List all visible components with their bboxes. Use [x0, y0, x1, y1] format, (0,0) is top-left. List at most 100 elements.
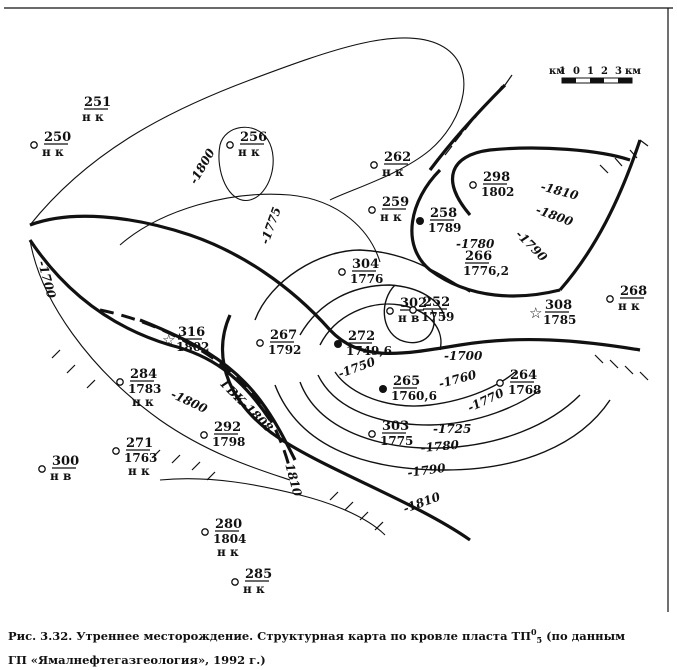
gas-well-icon: ☆ — [529, 304, 542, 322]
well-number: 271 — [126, 436, 153, 451]
caption-line1-end: (по данным — [542, 628, 626, 643]
contour-label: -1800 — [169, 387, 210, 416]
well-value: н к — [42, 145, 64, 159]
dry-well-icon — [409, 306, 417, 314]
well-value: 1775 — [380, 434, 413, 448]
well-number: 262 — [384, 150, 411, 165]
dry-well-icon — [606, 295, 614, 303]
caption-line1: Рис. 3.32. Утреннее месторождение. Струк… — [8, 628, 531, 643]
bold-boundaries — [28, 83, 642, 542]
contour-label: -1760 — [437, 367, 478, 391]
scale-tick: 2 — [601, 66, 608, 77]
well-number: 264 — [510, 368, 537, 383]
dry-well-icon — [226, 141, 234, 149]
well-value: 1798 — [212, 435, 245, 449]
dry-well-icon — [30, 141, 38, 149]
caption-line2: ГП «Ямалнефтегазгеология», 1992 г.) — [8, 653, 266, 668]
contour-label: -1810 — [539, 179, 580, 203]
well-value: 1776,2 — [463, 264, 509, 278]
well-number: 251 — [84, 95, 111, 110]
contour-label: -1775 — [258, 205, 284, 246]
contour-label: -1780 — [420, 438, 460, 455]
dry-well-icon — [338, 268, 346, 276]
well-number: 302 — [400, 296, 427, 311]
thin-contours — [29, 37, 465, 536]
well-number: 284 — [130, 367, 157, 382]
well-number: 252 — [423, 295, 450, 310]
well-number: 272 — [348, 329, 375, 344]
dry-well-icon — [368, 430, 376, 438]
dry-well-icon — [231, 578, 239, 586]
scale-bar: км 1 0 1 2 3 км — [549, 66, 641, 84]
well-number: 258 — [430, 206, 457, 221]
well-number: 267 — [270, 328, 297, 343]
well-number: 292 — [214, 420, 241, 435]
figure-caption: Рис. 3.32. Утреннее месторождение. Струк… — [8, 622, 672, 670]
well-value: н в — [50, 469, 71, 483]
well-number: 265 — [393, 374, 420, 389]
caption-sup: 0 — [530, 627, 537, 637]
scale-tick: 3 — [615, 66, 622, 77]
dry-well-icon — [116, 378, 124, 386]
dry-well-icon — [201, 528, 209, 536]
well-value: 1768 — [508, 383, 541, 397]
scale-unit-left: км — [549, 66, 565, 77]
well-value: н в — [398, 311, 419, 325]
dry-well-icon — [370, 161, 378, 169]
structural-map: км 1 0 1 2 3 км -1800 -1775 -1810 -1800 … — [4, 7, 673, 612]
well-value: 1804 — [213, 532, 246, 546]
dry-well-icon — [200, 431, 208, 439]
gas-well-icon: ☆ — [162, 331, 175, 349]
well-number: 304 — [352, 257, 379, 272]
gwc-dashed-line — [99, 308, 292, 471]
dry-well-icon — [368, 206, 376, 214]
well-value: н к — [382, 165, 404, 179]
well-value: 1785 — [543, 313, 576, 327]
well-number: 259 — [382, 195, 409, 210]
well-value: 1792 — [268, 343, 301, 357]
scale-tick: 1 — [559, 66, 566, 77]
scale-unit-right: км — [625, 66, 641, 77]
well-value: 1789 — [428, 221, 461, 235]
well-value: н к — [380, 210, 402, 224]
scale-tick: 0 — [573, 66, 580, 77]
fault-hatching — [51, 74, 649, 531]
well-value: н к — [238, 145, 260, 159]
contour-label: -1780 — [456, 237, 495, 251]
well-value-2: н к — [132, 395, 154, 409]
oil-well-icon — [379, 385, 387, 393]
well-value: н к — [243, 582, 265, 596]
well-number: 285 — [245, 567, 272, 582]
dry-well-icon — [469, 181, 477, 189]
dry-well-icon — [496, 379, 504, 387]
well-value: н к — [82, 110, 104, 124]
oil-well-icon — [416, 217, 424, 225]
well-value: 1802 — [176, 340, 209, 354]
well-value-2: н к — [128, 464, 150, 478]
map-frame — [4, 7, 673, 612]
well-value: 1783 — [128, 382, 161, 396]
well-number: 256 — [240, 130, 267, 145]
contour-label: -1700 — [35, 259, 59, 300]
well-value: 1763 — [124, 451, 157, 465]
contour-labels: -1800 -1775 -1810 -1800 -1790 -1780 -170… — [35, 146, 580, 516]
dry-well-icon — [38, 465, 46, 473]
